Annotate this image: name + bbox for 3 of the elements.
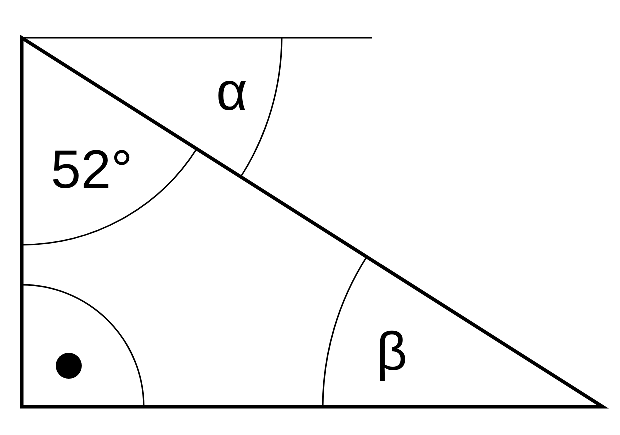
angle-label: 52° bbox=[51, 143, 133, 197]
angle-label: β bbox=[376, 325, 408, 379]
angle-label: α bbox=[216, 65, 248, 119]
